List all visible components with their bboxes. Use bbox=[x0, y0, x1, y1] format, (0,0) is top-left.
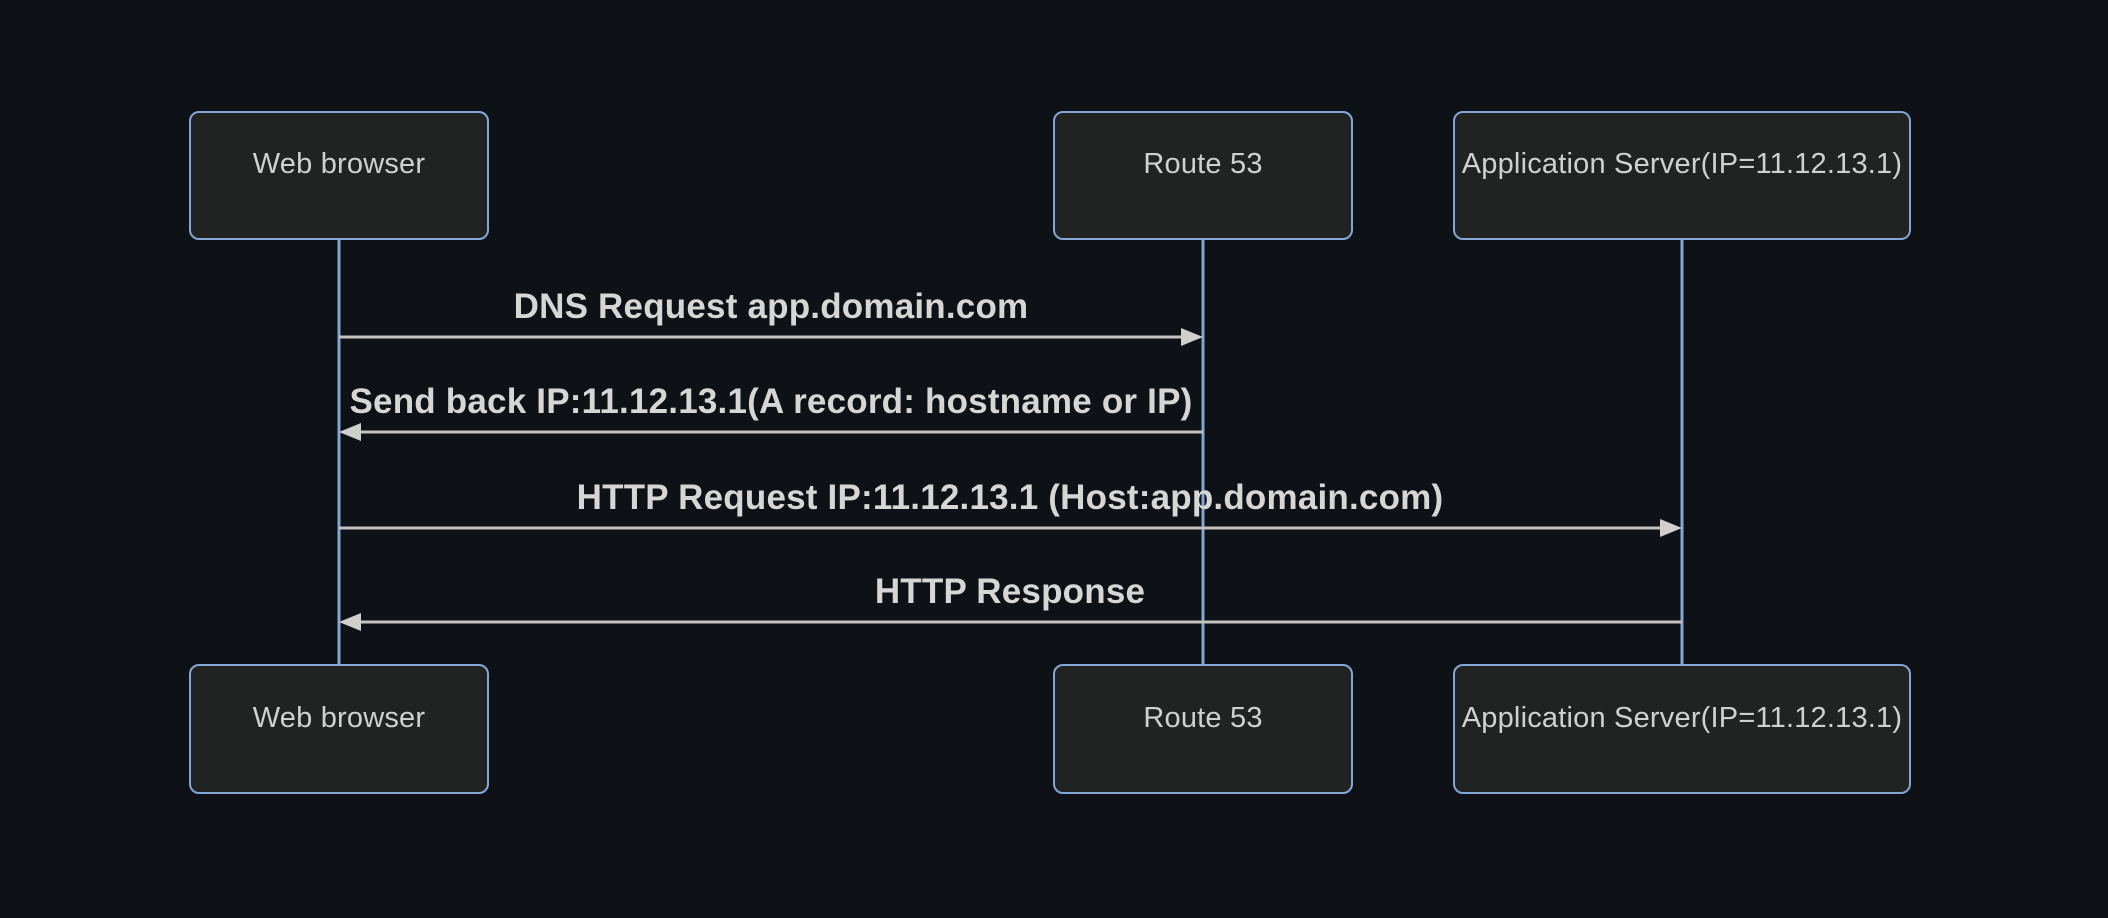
actor-route53-top: Route 53 bbox=[1053, 111, 1353, 240]
actor-app-server-bottom: Application Server(IP=11.12.13.1) bbox=[1453, 664, 1911, 794]
actor-label: Route 53 bbox=[1143, 701, 1263, 734]
arrowhead-left-icon bbox=[339, 613, 361, 631]
message-label-http-response: HTTP Response bbox=[875, 572, 1145, 611]
actor-label: Web browser bbox=[252, 148, 426, 180]
actor-web-browser-top: Web browser bbox=[189, 111, 489, 240]
actor-app-server-top: Application Server(IP=11.12.13.1) bbox=[1453, 111, 1911, 240]
arrowhead-right-icon bbox=[1660, 519, 1682, 537]
actor-label: Application Server(IP=11.12.13.1) bbox=[1461, 701, 1903, 734]
actor-web-browser-bottom: Web browser bbox=[189, 664, 489, 794]
message-label-http-request: HTTP Request IP:11.12.13.1 (Host:app.dom… bbox=[577, 478, 1444, 517]
arrowhead-right-icon bbox=[1181, 328, 1203, 346]
arrowhead-left-icon bbox=[339, 423, 361, 441]
actor-label: Route 53 bbox=[1143, 148, 1263, 180]
actor-label: Web browser bbox=[252, 701, 426, 734]
actor-route53-bottom: Route 53 bbox=[1053, 664, 1353, 794]
actor-label: Application Server(IP=11.12.13.1) bbox=[1461, 148, 1903, 180]
message-label-send-back-ip: Send back IP:11.12.13.1(A record: hostna… bbox=[350, 382, 1193, 421]
message-label-dns-request: DNS Request app.domain.com bbox=[514, 287, 1029, 326]
